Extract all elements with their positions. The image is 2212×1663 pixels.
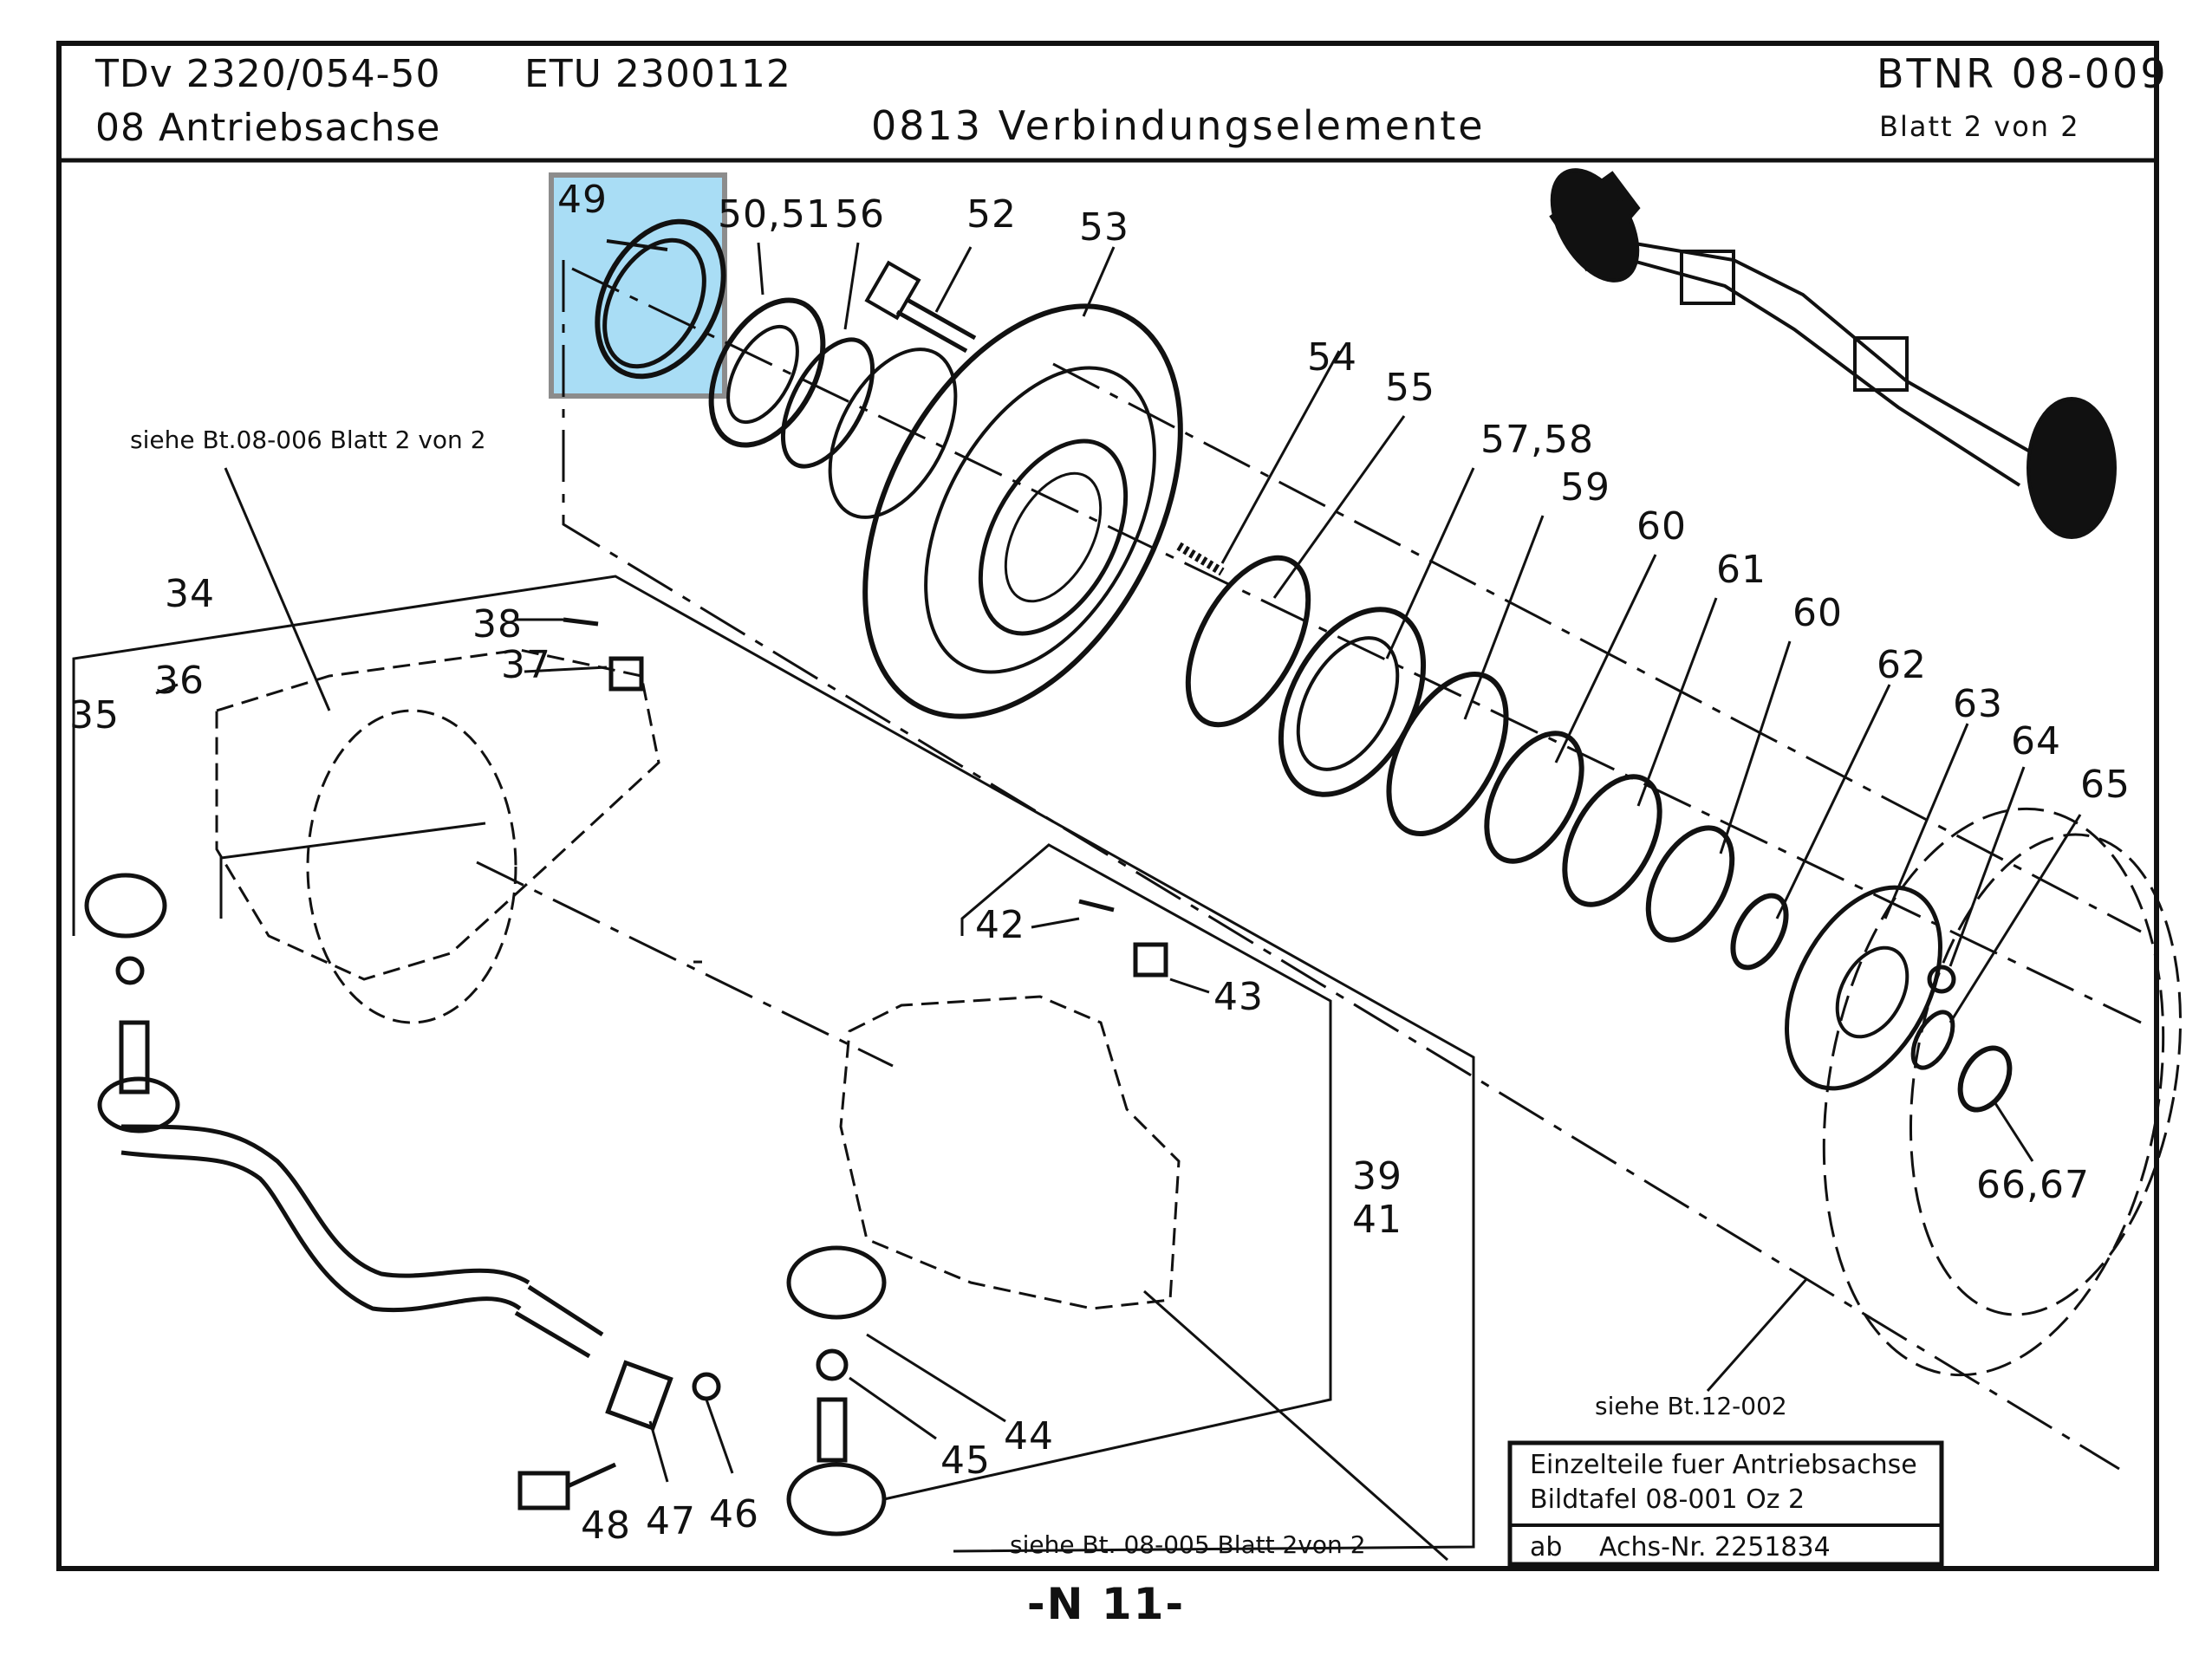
part-56-ring xyxy=(780,337,875,469)
info-line-1: Einzelteile fuer Antriebsachse xyxy=(1530,1450,1917,1480)
part-label-53: 53 xyxy=(1079,205,1129,250)
part-label-36: 36 xyxy=(154,659,205,703)
part-label-37: 37 xyxy=(501,643,551,687)
part-label-44: 44 xyxy=(1004,1414,1054,1458)
part-label-34: 34 xyxy=(165,572,215,616)
dash-guide-4 xyxy=(1143,1289,1448,1562)
info-line-3-prefix: ab xyxy=(1530,1532,1562,1562)
part-label-57-58: 57,58 xyxy=(1480,418,1594,462)
clamp-assembly xyxy=(517,1360,721,1510)
part-label-63: 63 xyxy=(1953,682,2003,726)
part-62-ring xyxy=(1730,893,1789,971)
part-label-62: 62 xyxy=(1877,643,1927,687)
subgroup-title: 0813 Verbindungselemente xyxy=(871,102,1486,149)
part-label-43: 43 xyxy=(1213,975,1264,1019)
part-label-48: 48 xyxy=(581,1504,631,1548)
part-label-65: 65 xyxy=(2080,763,2131,807)
part-50-51-bearing xyxy=(708,297,826,448)
part-label-41: 41 xyxy=(1352,1198,1402,1242)
part-label-54: 54 xyxy=(1307,335,1357,380)
part-label-50-51: 50,51 xyxy=(718,192,831,237)
part-52-bolt xyxy=(864,260,977,354)
dash-guide-3 xyxy=(476,861,894,1068)
part-label-47: 47 xyxy=(646,1499,696,1543)
part-label-45: 45 xyxy=(940,1439,991,1483)
part-55-ring xyxy=(1185,555,1311,728)
part-label-49: 49 xyxy=(557,178,608,222)
btnr-code: BTNR 08-009 xyxy=(1877,50,2169,97)
part-54-stud xyxy=(1176,542,1225,576)
part-59-ring xyxy=(1386,672,1509,836)
part-label-64: 64 xyxy=(2011,719,2061,763)
steering-knuckle-outline xyxy=(839,995,1181,1310)
nut-and-pins xyxy=(563,617,1168,978)
dash-guide-1 xyxy=(562,260,2120,1471)
part-49-seal xyxy=(595,218,726,380)
info-line-3-axle: Achs-Nr. 2251834 xyxy=(1599,1532,1831,1562)
ref-note-bottom: siehe Bt. 08-005 Blatt 2von 2 xyxy=(1010,1530,1366,1559)
group-bracket-right xyxy=(883,843,1332,1501)
etu-code: ETU 2300112 xyxy=(524,52,791,96)
ref-note-top-left: siehe Bt.08-006 Blatt 2 von 2 xyxy=(130,425,486,454)
part-60-nut-b xyxy=(1645,825,1735,943)
axle-overview-thumbnail xyxy=(1549,168,2117,539)
outer-frame xyxy=(56,41,2159,1571)
part-64-nut xyxy=(1927,965,1956,994)
part-63-flange xyxy=(1785,885,1942,1091)
part-65-ring xyxy=(1910,1010,1955,1070)
wheel-drum-outline xyxy=(1822,807,2183,1377)
part-label-66-67: 66,67 xyxy=(1976,1163,2090,1207)
part-label-52: 52 xyxy=(966,192,1017,237)
info-box: Einzelteile fuer Antriebsachse Bildtafel… xyxy=(1507,1440,1944,1567)
part-label-35: 35 xyxy=(69,693,120,737)
part-label-42: 42 xyxy=(975,903,1025,947)
part-label-61: 61 xyxy=(1716,548,1766,592)
part-53-hub xyxy=(828,303,1183,719)
info-line-2: Bildtafel 08-001 Oz 2 xyxy=(1530,1484,1805,1515)
leader-lines xyxy=(155,242,2082,1483)
dash-guide-2 xyxy=(1052,362,2142,933)
group-bracket-inner xyxy=(219,822,486,919)
sheet-number: Blatt 2 von 2 xyxy=(1879,110,2080,143)
group-title: 08 Antriebsachse xyxy=(95,106,441,150)
axle-housing-outline xyxy=(215,648,660,1024)
group-bracket-left xyxy=(72,575,1475,1553)
part-label-46: 46 xyxy=(709,1492,759,1536)
part-label-38: 38 xyxy=(472,602,523,646)
part-66-67-nut xyxy=(1957,1045,2013,1113)
ball-joint-right xyxy=(786,1245,887,1536)
ref-note-right: siehe Bt.12-002 xyxy=(1595,1392,1787,1420)
part-label-59: 59 xyxy=(1560,465,1610,510)
part-label-60: 60 xyxy=(1636,504,1687,549)
part-label-55: 55 xyxy=(1385,366,1435,410)
page-number: -N 11- xyxy=(1026,1579,1186,1629)
shaft-axis-line xyxy=(571,267,2142,1024)
tie-rod xyxy=(84,873,604,1359)
leader-ref-12-002 xyxy=(1706,1277,1809,1392)
part-60-nut-a xyxy=(1484,731,1584,864)
part-label-60: 60 xyxy=(1792,591,1843,635)
part-label-56: 56 xyxy=(835,192,885,237)
part-label-39: 39 xyxy=(1352,1154,1402,1199)
highlight-part-49[interactable] xyxy=(549,172,727,399)
doc-code: TDv 2320/054-50 xyxy=(95,52,441,96)
part-61-washer xyxy=(1562,774,1662,907)
